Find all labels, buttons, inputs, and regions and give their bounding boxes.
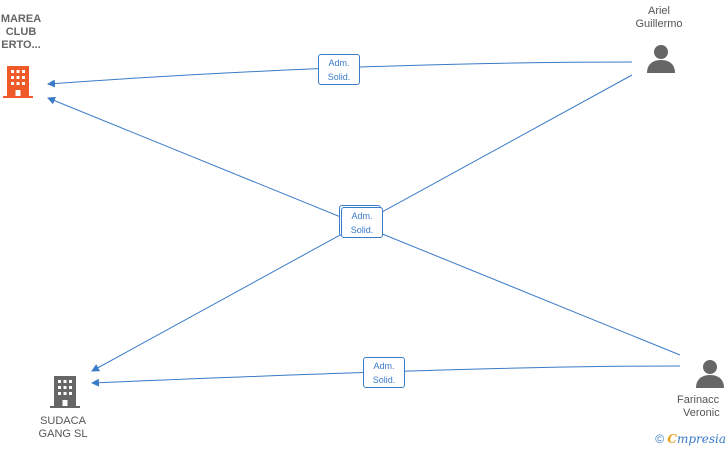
person-ariel-label-line: Ariel bbox=[647, 5, 670, 17]
company-bottom-label-line: GANG SL bbox=[38, 428, 88, 440]
company-bottom-label[interactable]: SUDACA GANG SL bbox=[25, 415, 101, 441]
edge-ariel-to-marea bbox=[47, 61, 633, 88]
empresia-credit: © Cmpresia bbox=[655, 432, 726, 446]
person-ariel-label[interactable]: Ariel Guillermo bbox=[620, 5, 698, 31]
edge-label-center-cross[interactable]: Adm. Solid. bbox=[341, 207, 383, 238]
company-top-label[interactable]: MAREA CLUB ERTO... bbox=[0, 13, 56, 52]
edge-label-ariel-marea[interactable]: Adm. Solid. bbox=[318, 54, 360, 85]
company-bottom-label-line: SUDACA bbox=[40, 415, 86, 427]
edge-label-line: Solid. bbox=[372, 375, 396, 385]
edge-label-farinacc-sudaca[interactable]: Adm. Solid. bbox=[363, 357, 405, 388]
edge-label-line: Solid. bbox=[327, 72, 351, 82]
company-top-label-line: CLUB bbox=[5, 26, 37, 38]
company-top-label-line: ERTO... bbox=[1, 39, 41, 51]
edge-label-line: Adm. bbox=[351, 211, 373, 221]
edge-label-line: Adm. bbox=[373, 361, 395, 371]
person-icon[interactable] bbox=[695, 358, 725, 388]
building-icon[interactable] bbox=[3, 64, 33, 98]
copyright-symbol: © bbox=[655, 432, 665, 446]
building-icon[interactable] bbox=[50, 374, 80, 408]
person-farinacc-label-line: Veronic bbox=[683, 407, 720, 419]
empresia-logo: Cmpresia bbox=[667, 432, 726, 446]
person-farinacc-label[interactable]: Farinacc Veronic bbox=[672, 394, 728, 420]
person-icon[interactable] bbox=[646, 43, 676, 73]
company-top-label-line: MAREA bbox=[0, 13, 42, 25]
edge-farinacc-to-sudaca bbox=[91, 365, 681, 387]
person-farinacc-label-line: Farinacc bbox=[677, 394, 720, 406]
edge-label-line: Adm. bbox=[328, 58, 350, 68]
person-ariel-label-line: Guillermo bbox=[635, 18, 683, 30]
edge-label-line: Solid. bbox=[350, 225, 374, 235]
